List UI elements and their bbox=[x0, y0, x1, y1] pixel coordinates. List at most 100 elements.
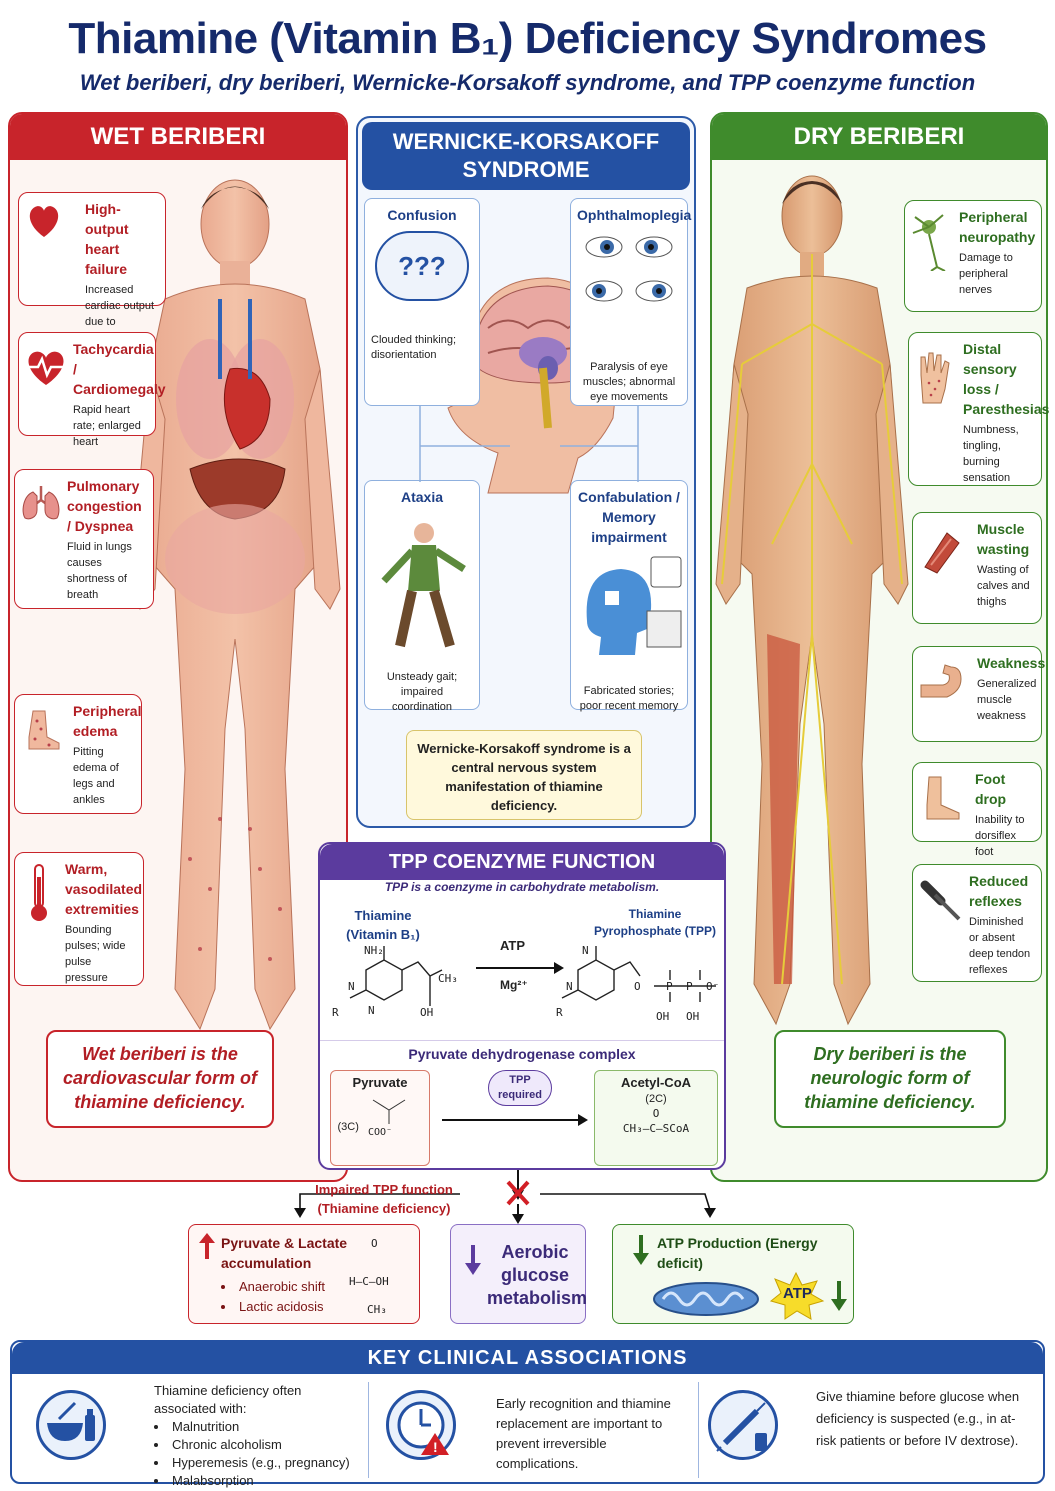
acetyl-coa-box: Acetyl-CoA (2C) O CH₃—C—SCoA bbox=[594, 1070, 718, 1166]
wk-item-title: Ataxia bbox=[400, 489, 444, 505]
up-arrow-icon bbox=[199, 1233, 215, 1259]
outcome2-title: Aerobic glucose metabolism bbox=[487, 1242, 588, 1308]
tpp-heading: TPP COENZYME FUNCTION bbox=[320, 844, 724, 880]
dry-beriberi-heading: DRY BERIBERI bbox=[712, 114, 1046, 160]
wet-item-title: Warm, vasodilated extremities bbox=[65, 861, 143, 917]
eyes-icon bbox=[585, 236, 673, 302]
dry-item-desc: Numbness, tingling, burning sensation bbox=[963, 424, 1019, 484]
pyruvate-box: Pyruvate (3C) COO⁻ bbox=[330, 1070, 430, 1166]
mg-label: Mg²⁺ bbox=[500, 978, 528, 992]
wet-body-figure bbox=[129, 179, 341, 1031]
wet-item-title: Tachycardia / Cardiomegaly bbox=[73, 341, 166, 397]
heartbeat-icon bbox=[27, 351, 65, 385]
foot-edema-icon bbox=[28, 710, 60, 750]
wernicke-korsakoff-panel: WERNICKE-KORSAKOFF SYNDROME Confusion ??… bbox=[356, 116, 696, 828]
key-list-item: Chronic alcoholism bbox=[154, 1436, 364, 1454]
wet-item-tachycardia: Tachycardia / Cardiomegaly Rapid heart r… bbox=[18, 332, 166, 448]
chem-nh2: NH₂ bbox=[364, 944, 384, 957]
outcome-aerobic-metabolism: Aerobic glucose metabolism bbox=[450, 1224, 588, 1324]
page-title: Thiamine (Vitamin B₁) Deficiency Syndrom… bbox=[68, 14, 987, 63]
chem-n: N bbox=[368, 1004, 375, 1017]
wet-item-title: High-output heart failure bbox=[85, 201, 129, 277]
wet-beriberi-panel: WET BERIBERI High-output heart failure I… bbox=[8, 112, 348, 1182]
wet-item-warm-extremities: Warm, vasodilated extremities Bounding p… bbox=[14, 852, 144, 986]
pyruvate-structure bbox=[372, 1099, 405, 1124]
mitochondrion-icon bbox=[653, 1282, 759, 1316]
chem-ch3: CH₃ bbox=[367, 1303, 387, 1316]
wet-item-desc: Bounding pulses; wide pulse pressure bbox=[65, 924, 126, 984]
down-arrow-icon bbox=[831, 1281, 847, 1311]
dry-item-title: Foot drop bbox=[975, 771, 1007, 807]
dry-item-desc: Generalized muscle weakness bbox=[977, 678, 1037, 722]
outcome1-bullet: Lactic acidosis bbox=[221, 1297, 325, 1317]
chem-n: N bbox=[582, 944, 589, 957]
dry-beriberi-summary: Dry beriberi is the neurologic form of t… bbox=[774, 1030, 1006, 1128]
dry-item-desc: Inability to dorsiflex foot bbox=[975, 814, 1025, 858]
key-col3-text: Give thiamine before glucose when defici… bbox=[816, 1389, 1020, 1448]
key-list-item: Hyperemesis (e.g., pregnancy) bbox=[154, 1454, 364, 1472]
chem-r: R bbox=[332, 1006, 339, 1019]
wet-item-heart-failure: High-output heart failure Increased card… bbox=[18, 192, 166, 344]
wk-item-desc: Unsteady gait; impaired coordination bbox=[386, 671, 458, 713]
dry-item-desc: Damage to peripheral nerves bbox=[959, 252, 1013, 296]
wk-item-title: Ophthalmoplegia bbox=[577, 207, 692, 223]
wk-item-desc: Fabricated stories; poor recent memory bbox=[579, 685, 679, 712]
dry-item-title: Peripheral neuropathy bbox=[959, 209, 1036, 245]
thought-bubble-icon: ??? bbox=[375, 231, 469, 301]
unsteady-man-icon bbox=[381, 523, 466, 648]
wet-item-desc: Fluid in lungs causes shortness of breat… bbox=[67, 541, 132, 601]
dry-item-title: Weakness bbox=[977, 655, 1046, 671]
wk-item-title: Confabulation / Memory impairment bbox=[578, 489, 680, 545]
dry-item-sensory-loss: Distal sensory loss / Paresthesias Numbn… bbox=[908, 332, 1050, 486]
muscle-icon bbox=[924, 532, 960, 574]
dry-item-neuropathy: Peripheral neuropathy Damage to peripher… bbox=[904, 200, 1042, 312]
wk-note: Wernicke-Korsakoff syndrome is a central… bbox=[406, 730, 642, 820]
wk-connector-lines bbox=[419, 406, 639, 482]
wet-beriberi-summary: Wet beriberi is the cardiovascular form … bbox=[46, 1030, 274, 1128]
pyruvate-label: Pyruvate bbox=[352, 1075, 408, 1090]
pdh-label: Pyruvate dehydrogenase complex bbox=[408, 1046, 636, 1062]
key-col2-text: Early recognition and thiamine replaceme… bbox=[496, 1396, 671, 1471]
key-col-associations: Thiamine deficiency often associated wit… bbox=[154, 1382, 364, 1488]
key-col1-intro: Thiamine deficiency often associated wit… bbox=[154, 1383, 302, 1416]
tpp-required-badge: TPP required bbox=[488, 1070, 552, 1106]
atp-badge: ATP bbox=[783, 1285, 812, 1302]
key-associations-panel: KEY CLINICAL ASSOCIATIONS Thiamine defic… bbox=[10, 1340, 1045, 1488]
wet-item-desc: Pitting edema of legs and ankles bbox=[73, 746, 119, 806]
wk-item-title: Confusion bbox=[387, 207, 457, 223]
key-list-item: Malabsorption bbox=[154, 1472, 364, 1490]
wet-item-title: Pulmonary congestion / Dyspnea bbox=[67, 478, 142, 534]
foot-icon bbox=[926, 776, 960, 820]
dry-beriberi-panel: DRY BERIBERI Peripheral neuropathy Damag… bbox=[710, 112, 1050, 1182]
thermometer-icon bbox=[31, 864, 47, 921]
chem-o: O bbox=[371, 1237, 378, 1250]
impairment-flow-arrows bbox=[294, 1170, 716, 1224]
chem-oh: OH bbox=[686, 1010, 700, 1023]
memory-puzzle-head-icon bbox=[586, 556, 682, 655]
acetyl-carbons: (2C) bbox=[645, 1093, 667, 1105]
chem-n: N bbox=[566, 980, 573, 993]
dry-item-foot-drop: Foot drop Inability to dorsiflex foot bbox=[912, 762, 1042, 858]
wet-item-pulmonary: Pulmonary congestion / Dyspnea Fluid in … bbox=[14, 469, 154, 609]
down-arrow-icon bbox=[633, 1235, 649, 1265]
dry-body-figure bbox=[715, 175, 909, 1026]
dry-item-title: Distal sensory loss / Paresthesias bbox=[963, 341, 1050, 417]
dry-item-reduced-reflexes: Reduced reflexes Diminished or absent de… bbox=[912, 864, 1042, 982]
svg-text:!: ! bbox=[433, 1439, 438, 1455]
key-list-item: Malnutrition bbox=[154, 1418, 364, 1436]
dry-item-desc: Diminished or absent deep tendon reflexe… bbox=[969, 916, 1031, 976]
chem-p: P bbox=[686, 980, 693, 993]
heart-icon bbox=[29, 206, 59, 237]
atp-label: ATP bbox=[500, 938, 526, 953]
wk-ataxia-box: Ataxia Unsteady gait; impaired coordinat… bbox=[364, 480, 480, 713]
acetyl-formula: CH₃—C—SCoA bbox=[622, 1122, 690, 1135]
outcome1-bullet: Anaerobic shift bbox=[221, 1277, 325, 1297]
dry-item-title: Muscle wasting bbox=[977, 521, 1030, 557]
outcome1-title: Pyruvate & Lactate accumulation bbox=[221, 1235, 348, 1271]
wet-beriberi-heading: WET BERIBERI bbox=[10, 114, 346, 160]
wk-confusion-box: Confusion ??? Clouded thinking; disorien… bbox=[364, 198, 480, 406]
wet-item-title: Peripheral edema bbox=[73, 703, 142, 739]
outcome-pyruvate-lactate: Pyruvate & Lactate accumulation Anaerobi… bbox=[188, 1224, 420, 1324]
down-arrow-icon bbox=[465, 1245, 481, 1275]
chem-coo: COO⁻ bbox=[367, 1127, 393, 1138]
